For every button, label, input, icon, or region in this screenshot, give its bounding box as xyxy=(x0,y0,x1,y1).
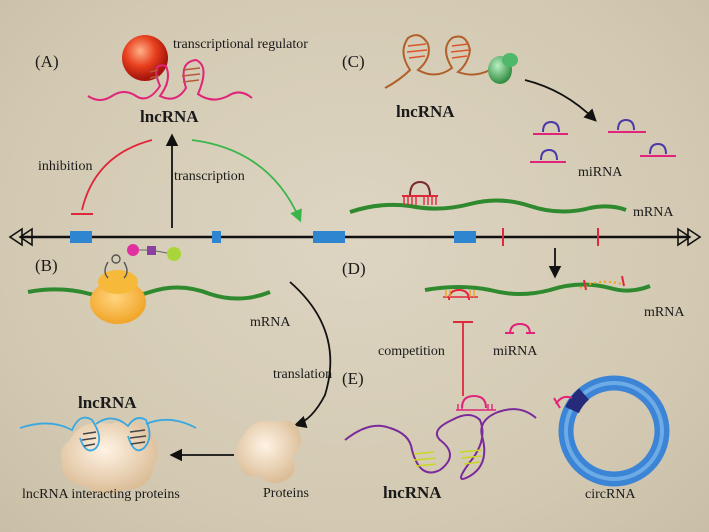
protein-icon xyxy=(236,420,301,484)
gene-line xyxy=(8,227,702,247)
amino-acid-icon xyxy=(147,246,156,255)
competition-label: competition xyxy=(378,344,445,359)
stem-loop-icon xyxy=(149,67,201,83)
mrna-d-strand-icon xyxy=(424,282,651,296)
panel-c-label: (C) xyxy=(342,52,365,71)
panel-a-label: (A) xyxy=(35,52,59,71)
translation-arrow xyxy=(289,281,332,428)
mirna-d-label: miRNA xyxy=(493,344,538,359)
proteins-label: Proteins xyxy=(263,486,309,501)
processing-arrow xyxy=(524,79,597,122)
free-mirna-icon xyxy=(505,322,535,335)
mirna-sponge-icon xyxy=(456,394,496,411)
transcriptional-regulator-icon xyxy=(122,35,168,81)
interacting-protein-icon xyxy=(61,420,159,495)
lncrna-interacting-proteins-label: lncRNA interacting proteins xyxy=(22,487,180,502)
circrna-label: circRNA xyxy=(585,487,636,502)
lncrna-e-strand-icon xyxy=(344,408,537,480)
exon xyxy=(454,231,476,243)
panel-a: (A) transcriptional regulator lncRNA inh… xyxy=(35,35,308,228)
exon xyxy=(212,231,221,243)
lncrna-c-label: lncRNA xyxy=(396,102,455,121)
mirna-d-bound-icon xyxy=(443,288,478,301)
lncrna-a-strand-icon xyxy=(87,58,253,101)
amino-acid-icon xyxy=(167,247,181,261)
inhibition-arrow xyxy=(81,139,153,211)
lncrna-b-label: lncRNA xyxy=(78,393,137,412)
mrna-top-label: mRNA xyxy=(633,205,674,220)
trna-icon xyxy=(104,254,128,279)
panel-d-label: (D) xyxy=(342,259,366,278)
mrna-b-strand-icon xyxy=(27,285,271,301)
exon xyxy=(313,231,345,243)
mirna-bound-icon xyxy=(402,180,438,205)
transcriptional-regulator-label: transcriptional regulator xyxy=(173,37,308,52)
mrna-top-strand-icon xyxy=(349,198,627,214)
lncrna-e-label: lncRNA xyxy=(383,483,442,502)
lncrna-b-strand-icon xyxy=(19,416,197,452)
circrna-binding-site-icon xyxy=(565,388,590,414)
mirna-c-label: miRNA xyxy=(578,165,623,180)
lncrna-a-label: lncRNA xyxy=(140,107,199,126)
ribosome-icon xyxy=(90,280,146,324)
panel-e: (E) lncRNA circRNA xyxy=(342,369,670,502)
mrna-d-label: mRNA xyxy=(644,305,685,320)
panel-b-label: (B) xyxy=(35,256,58,275)
green-arrow xyxy=(191,139,302,223)
transcription-label: transcription xyxy=(174,169,245,184)
panel-b: (B) mRNA translation Proteins lncRNA lnc… xyxy=(19,244,332,502)
mirna-hairpin-icon xyxy=(530,118,676,163)
panel-e-label: (E) xyxy=(342,369,364,388)
panel-c: (C) lncRNA miRNA mRNA xyxy=(342,34,676,220)
lncrna-c-strand-icon xyxy=(384,34,491,89)
panel-d: (D) mRNA competition miRNA xyxy=(342,248,685,396)
amino-acid-icon xyxy=(127,244,139,256)
translation-label: translation xyxy=(273,367,332,382)
exon xyxy=(70,231,92,243)
mrna-b-label: mRNA xyxy=(250,315,291,330)
inhibition-label: inhibition xyxy=(38,159,92,174)
